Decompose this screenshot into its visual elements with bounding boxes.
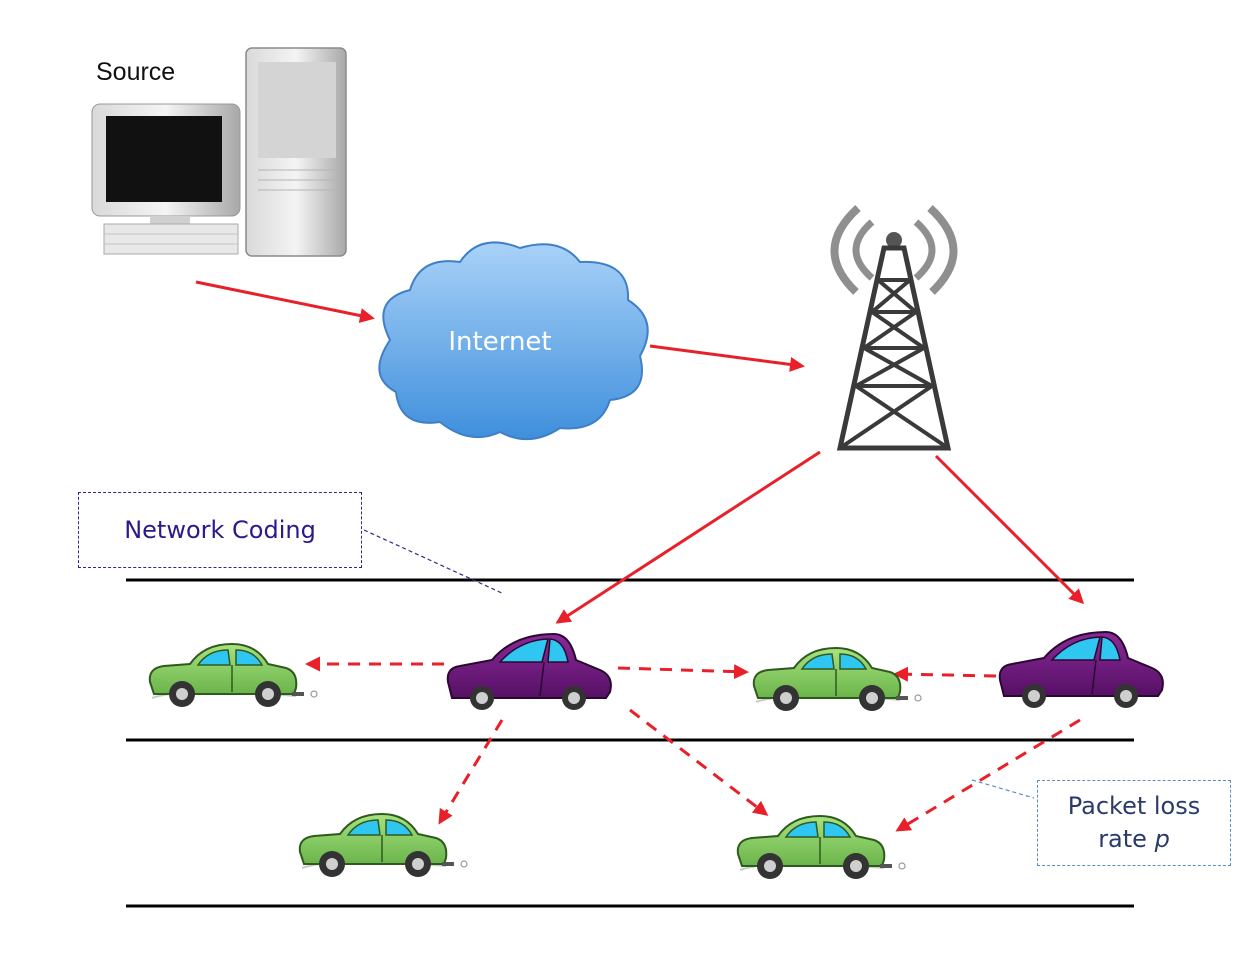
network-coding-label: Network Coding [124,516,316,544]
packet-loss-pointer [971,779,1035,799]
green-car-icon [298,813,468,878]
network-coding-pointer [363,529,505,595]
dashed-link-arrows [305,656,1081,832]
arrow-internet-to-tower [649,344,805,372]
internet-cloud-icon [378,241,649,441]
arrow-source-to-internet [195,280,375,323]
arrow-tower-to-purple-car-1 [555,450,821,624]
desktop-computer-icon [91,47,347,257]
arrow-tower-to-purple-car-2 [934,454,1085,605]
dashed-arrow-purple1-to-green3 [438,719,504,825]
road-lines [126,578,1134,908]
dashed-arrow-purple1-to-green4 [629,708,769,816]
green-car-icon [752,647,922,712]
packet-loss-callout: Packet loss rate p [1037,780,1231,866]
dashed-arrow-purple1-to-green2 [617,664,749,680]
green-car-icon [148,643,318,708]
dashed-arrow-purple2-to-green4 [895,718,1081,832]
packet-loss-label-line2: rate p [1098,823,1170,856]
cell-tower-icon [830,205,958,451]
purple-car-icon [446,633,612,711]
source-label: Source [96,58,176,86]
packet-loss-label-line1: Packet loss [1067,792,1201,820]
dashed-arrow-purple2-to-green2 [893,666,997,682]
purple-car-icon [998,631,1164,709]
green-car-icon [736,815,906,880]
internet-label: Internet [448,327,552,357]
network-coding-callout: Network Coding [78,492,362,568]
packet-loss-rate-prefix: rate [1098,825,1155,853]
packet-loss-variable: p [1154,825,1170,853]
solid-link-arrows [195,280,1085,624]
